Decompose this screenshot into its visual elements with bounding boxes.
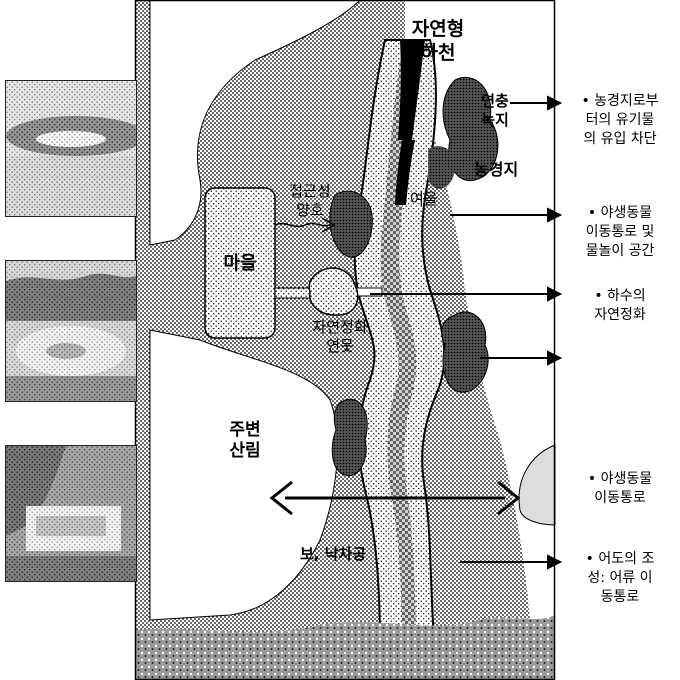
forest-line-2: 산림 [229,441,261,462]
river-dark-section [398,40,425,140]
natural-river-label: 자연형 하천 [398,18,478,66]
note-3-line-1: • 하수의 [594,288,646,304]
purification-pond [308,267,359,316]
forest-label: 주변 산림 [215,420,275,463]
weir-label: 보, 낙차공 [300,545,367,563]
note-wildlife-corridor: • 야생동물 이동통로 [560,470,680,508]
note-5-line-1: • 어도의 조 [585,551,655,567]
note-2-line-2: 이동통로 및 [585,223,655,240]
riparian-green-cluster [442,76,499,182]
annotation-arrows [370,95,563,570]
note-2-line-1: • 야생동물 [587,205,653,221]
note-2-line-3: 물놀이 공간 [585,242,655,259]
note-1-line-3: 의 유입 차단 [583,130,657,147]
river-stream [380,60,417,650]
forest-area [149,329,338,621]
natural-river-line-2: 하천 [420,41,456,64]
riffle-label: 여울 [410,190,438,208]
wetland-cluster [441,311,489,393]
note-organic-block: • 농경지로부 터의 유기물 의 유입 차단 [560,92,680,149]
note-4-line-2: 이동통로 [594,489,646,506]
forest-edge-cluster [331,398,368,477]
natural-river-line-1: 자연형 [411,18,465,40]
forest-line-1: 주변 [229,420,261,440]
note-1-line-2: 터의 유기물 [585,111,655,128]
village-label: 마을 [223,253,257,274]
riparian-green-label: 연충 녹지 [470,92,520,130]
riparian-green-line-1: 연충 [481,92,509,110]
purification-pond-label: 자연정화 연못 [295,318,385,356]
riparian-green-line-2: 녹지 [481,110,509,129]
accessibility-line-2: 양호 [296,200,324,219]
farmland-label: 농경지 [474,160,519,179]
note-1-line-1: • 농경지로부 [581,93,659,109]
purification-pond-line-2: 연못 [326,336,354,355]
note-5-line-2: 성: 어류 이 [587,569,653,586]
note-3-line-2: 자연정화 [594,306,646,323]
note-5-line-3: 동통로 [600,588,640,605]
weir-stream-photo [5,445,137,582]
right-patch [518,444,556,526]
ground-strip [135,615,555,680]
note-wildlife-play: • 야생동물 이동통로 및 물놀이 공간 [560,204,680,261]
accessibility-label: 접근성 양호 [275,182,345,220]
wetland-pond-photo [5,260,137,402]
purification-pond-line-1: 자연정화 [312,318,368,336]
accessibility-line-1: 접근성 [289,182,331,200]
riverside-stones-photo [5,80,137,217]
note-fishway: • 어도의 조 성: 어류 이 동통로 [560,550,680,607]
note-4-line-1: • 야생동물 [587,471,653,487]
note-sewage-purification: • 하수의 자연정화 [560,287,680,325]
field-upper-left [149,0,361,246]
village-block [204,187,276,339]
